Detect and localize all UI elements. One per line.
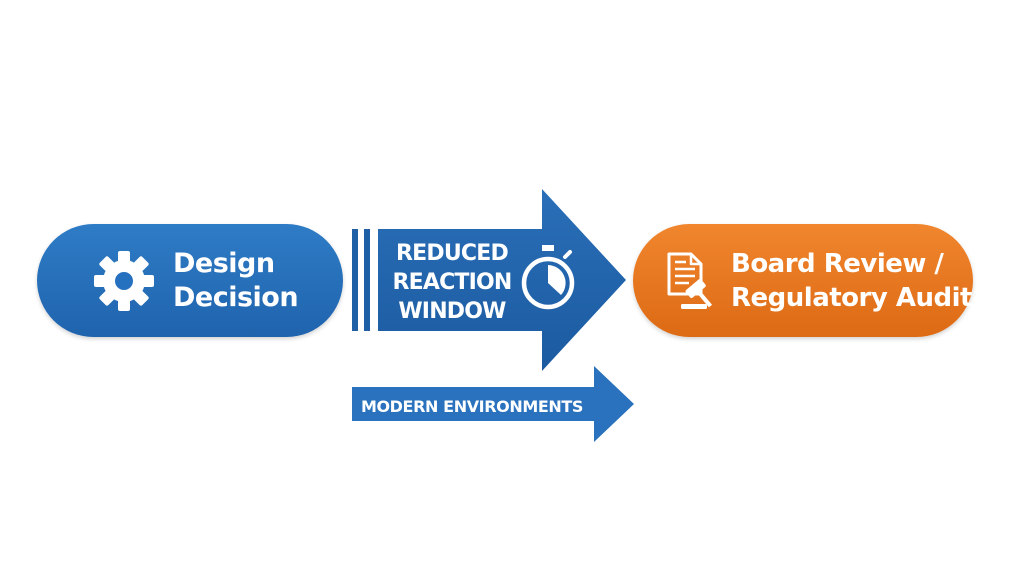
secondary-arrow-shape	[352, 366, 634, 442]
modern-environments-label: MODERN ENVIRONMENTS	[360, 397, 584, 416]
board-review-pill: Board Review / Regulatory Audit	[633, 224, 973, 337]
arrow-line-3: WINDOW	[398, 299, 506, 324]
speed-stripe-2	[364, 229, 370, 331]
arrow-line-1: REDUCED	[396, 241, 509, 266]
speed-stripe-1	[352, 229, 358, 331]
stopwatch-icon	[521, 245, 575, 310]
design-decision-line-2: Decision	[173, 281, 299, 313]
design-decision-line-1: Design	[173, 247, 275, 279]
board-review-line-1: Board Review /	[731, 248, 944, 279]
document-gavel-icon	[667, 252, 713, 309]
design-decision-label: Design Decision	[173, 247, 299, 315]
reduced-reaction-window-label: REDUCED REACTION WINDOW	[388, 239, 516, 326]
arrow-line-2: REACTION	[392, 270, 512, 295]
gear-icon	[94, 250, 154, 311]
design-decision-pill: Design Decision	[37, 224, 343, 337]
board-review-label: Board Review / Regulatory Audit	[731, 247, 972, 315]
main-arrow-shape	[378, 189, 626, 371]
board-review-line-2: Regulatory Audit	[731, 282, 972, 313]
